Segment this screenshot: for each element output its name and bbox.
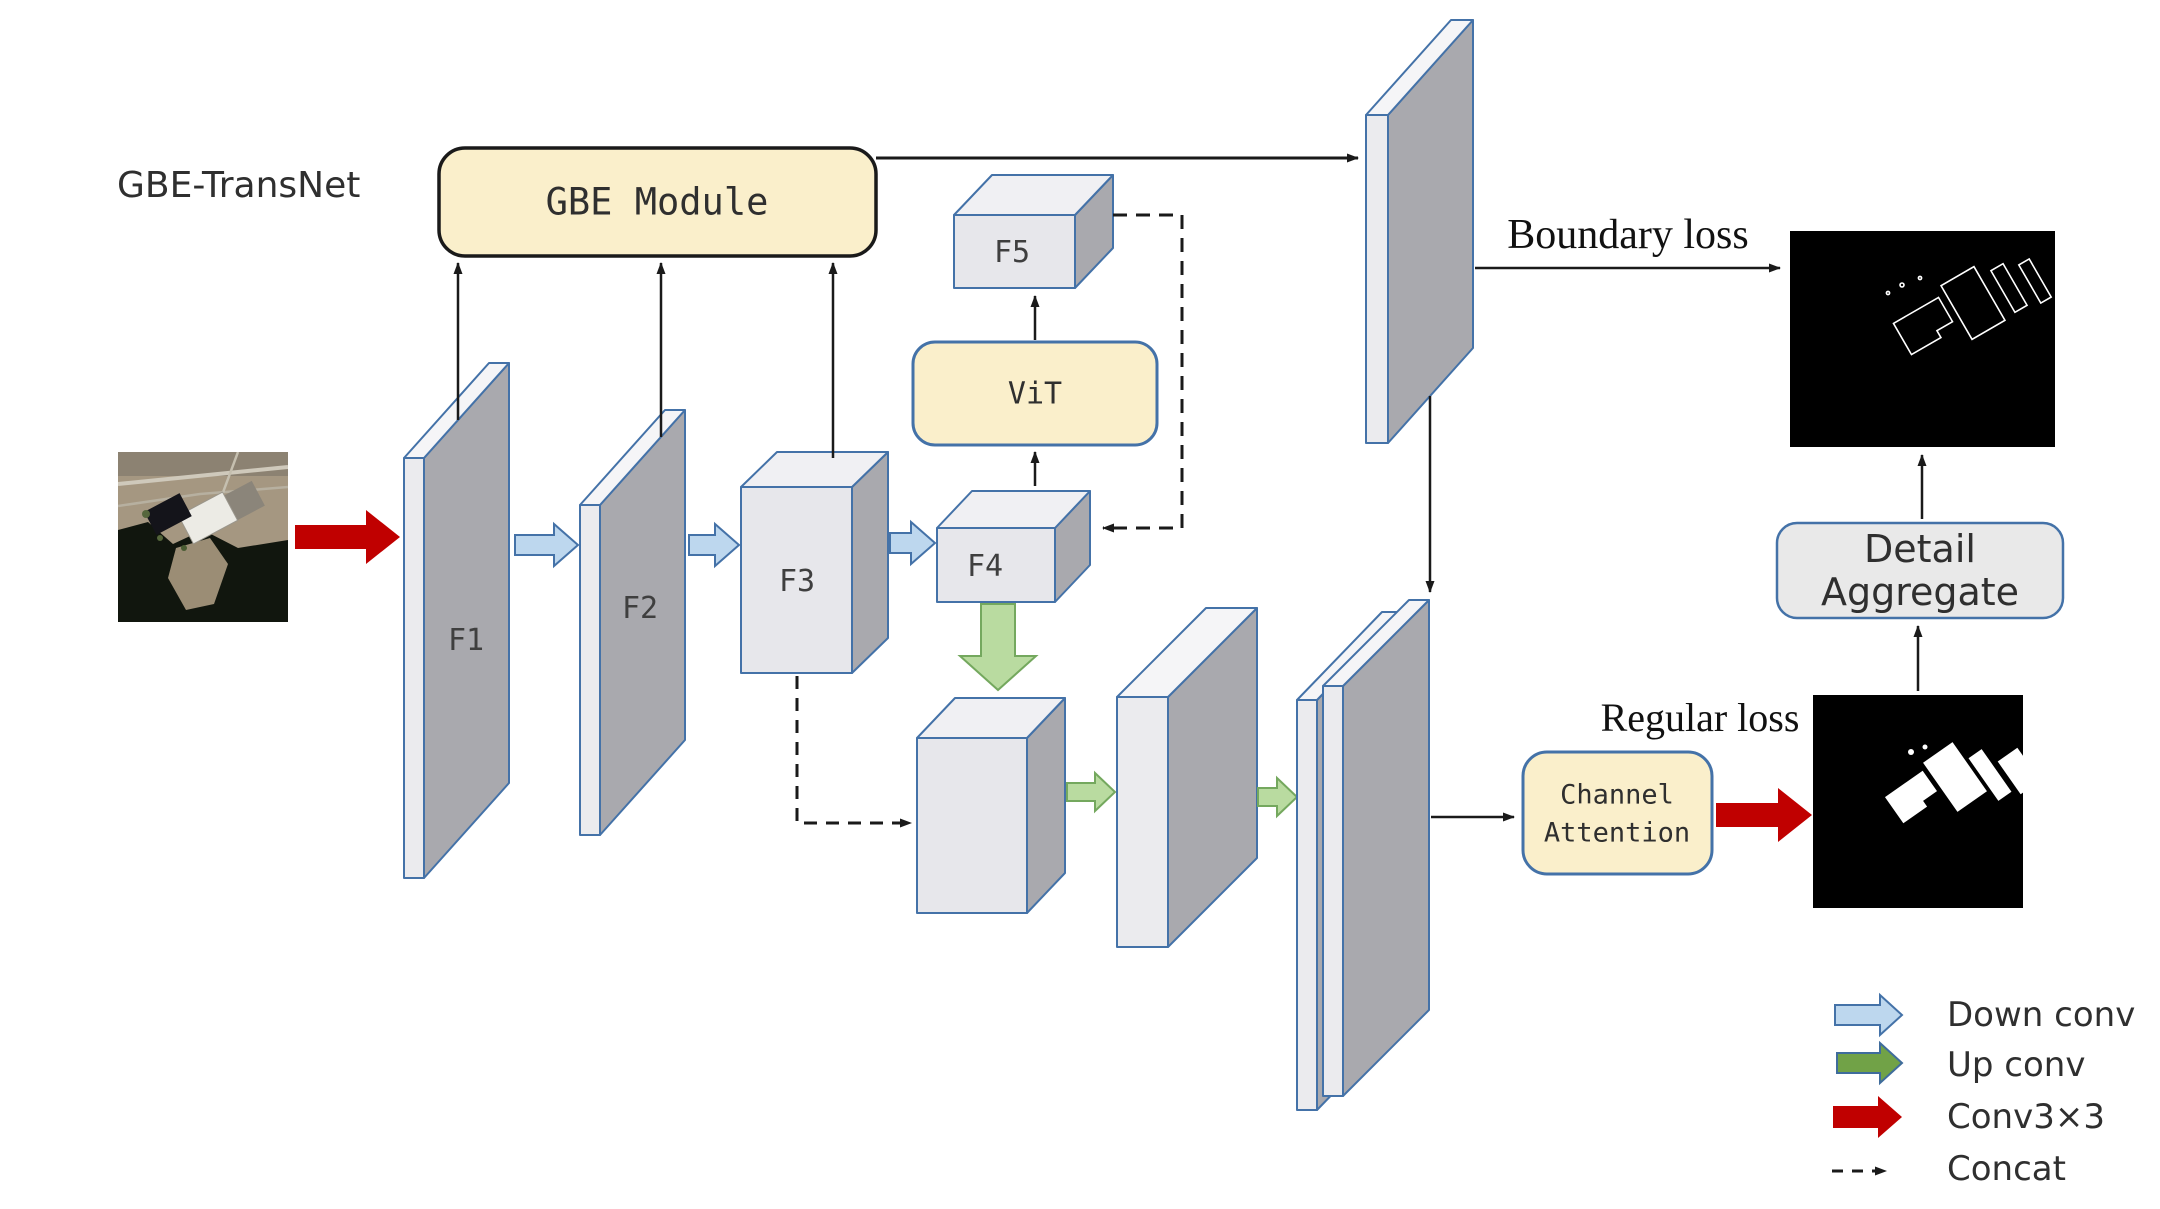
concat-slab-front xyxy=(1322,599,1430,1097)
sat-road xyxy=(118,465,288,486)
f4-label: F4 xyxy=(967,549,1003,584)
feature-slab-f1 xyxy=(403,362,510,879)
f3-side-face xyxy=(851,451,889,674)
regular-building-3 xyxy=(1968,749,2012,801)
decoder-cube-1 xyxy=(916,697,1066,914)
feature-cube-f5 xyxy=(953,174,1114,289)
f1-front-face xyxy=(403,457,425,879)
concat-f3-to-decoder-dashed-arrow xyxy=(795,676,912,828)
legend-label-up-conv: Up conv xyxy=(1947,1045,2085,1085)
f5-label: F5 xyxy=(994,235,1030,270)
channel-attention-label-line1: Channel xyxy=(1560,780,1674,811)
boundary-outline-building-1 xyxy=(1892,296,1954,356)
down-conv-arrow-icon xyxy=(1834,992,1904,1038)
input-satellite-image xyxy=(118,452,288,622)
down-conv-arrow-1 xyxy=(514,521,580,569)
vit-label: ViT xyxy=(1008,377,1062,412)
boundary-speck xyxy=(1899,282,1905,288)
f1-label: F1 xyxy=(448,623,484,658)
f3-label: F3 xyxy=(779,564,815,599)
regular-building-1 xyxy=(1884,770,1938,824)
boundary-outline-building-2 xyxy=(1939,265,2007,341)
detail-aggregate-label-line1: Detail xyxy=(1864,527,1976,571)
regular-loss-label: Regular loss xyxy=(1601,695,1800,740)
detail-aggregate-label-line2: Aggregate xyxy=(1821,570,2019,614)
detail-aggregate-box xyxy=(1775,521,2065,620)
boundary-outline-building-3 xyxy=(1989,262,2029,314)
up-conv-arrow-right-1 xyxy=(1066,770,1117,814)
concat-back-front-face xyxy=(1296,699,1318,1111)
boundary-speck xyxy=(1885,290,1891,296)
decoder1-front-face xyxy=(916,737,1028,914)
legend: Down conv Up conv Conv3×3 Concat xyxy=(1832,992,2135,1189)
sat-white-building xyxy=(177,491,239,545)
f5-front-face xyxy=(953,214,1076,289)
legend-label-concat: Concat xyxy=(1947,1149,2066,1189)
feature-cube-f4 xyxy=(936,490,1091,603)
boundary-mask-image xyxy=(1790,231,2055,447)
regular-speck xyxy=(1908,749,1914,755)
up-conv-arrow-down xyxy=(957,603,1039,692)
feature-cube-f3 xyxy=(740,451,889,674)
vit-box xyxy=(911,340,1159,447)
f2-front-face xyxy=(579,504,601,836)
boundary-loss-label: Boundary loss xyxy=(1507,212,1749,258)
up-conv-arrow-icon xyxy=(1836,1040,1904,1086)
regular-speck xyxy=(1922,744,1928,750)
boundary-slab xyxy=(1365,19,1474,444)
legend-label-down-conv: Down conv xyxy=(1947,995,2135,1035)
up-conv-arrow-right-2 xyxy=(1257,775,1299,819)
conv3x3-arrow-input xyxy=(295,510,400,564)
boundary-outline-building-4 xyxy=(2017,257,2053,305)
figure-title: GBE-TransNet xyxy=(117,165,360,206)
gbe-module-box xyxy=(437,146,878,258)
sat-vegetation xyxy=(157,535,163,541)
f2-label: F2 xyxy=(622,591,658,626)
feature-slab-f2 xyxy=(579,409,686,836)
sat-road-2 xyxy=(118,485,288,508)
conv3x3-arrow-output xyxy=(1716,788,1812,842)
sat-dark-building xyxy=(144,493,192,535)
regular-building-4 xyxy=(1997,747,2023,795)
conv3x3-arrow-icon xyxy=(1833,1096,1902,1138)
channel-attention-box xyxy=(1521,750,1714,876)
boundary-slab-front-face xyxy=(1365,114,1389,444)
down-conv-arrow-2 xyxy=(688,521,741,569)
legend-label-conv3x3: Conv3×3 xyxy=(1947,1097,2105,1137)
concat-f5-to-f4-dashed-arrow xyxy=(1102,213,1184,533)
boundary-speck xyxy=(1917,275,1923,281)
sat-far-band xyxy=(118,452,288,476)
sat-peninsula xyxy=(168,538,228,610)
concat-front-front-face xyxy=(1322,685,1344,1097)
regular-building-2 xyxy=(1923,742,1987,812)
f3-front-face xyxy=(740,486,853,674)
down-conv-arrow-3 xyxy=(889,519,937,567)
sat-vegetation xyxy=(142,510,150,518)
decoder-slab-2 xyxy=(1116,607,1258,948)
regular-mask-image xyxy=(1813,695,2023,908)
decoder2-front-face xyxy=(1116,696,1169,948)
sat-vegetation xyxy=(181,545,187,551)
f4-front-face xyxy=(936,527,1056,603)
channel-attention-label-line2: Attention xyxy=(1544,818,1690,849)
gbe-module-label: GBE Module xyxy=(546,181,769,224)
boundary-mask-bg xyxy=(1790,231,2055,447)
